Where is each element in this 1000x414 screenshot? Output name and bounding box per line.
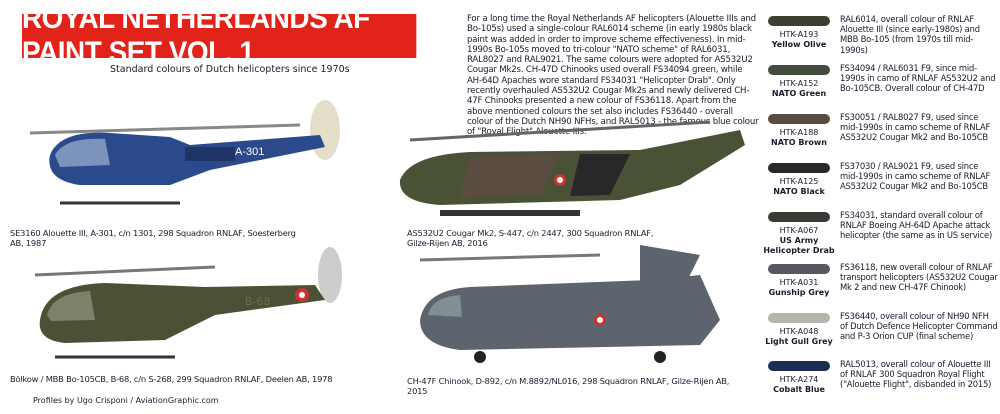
alouette-marking: A-301 [235,146,264,158]
alouette-profile: A-301 [29,100,340,205]
paint-desc: FS34094 / RAL6031 F9, since mid-1990s in… [840,63,996,94]
swatch-cobalt-blue [768,361,830,371]
subtitle: Standard colours of Dutch helicopters si… [110,64,350,75]
paint-desc: RAL5013, overall colour of Alouette III … [840,359,992,390]
cougar-caption: AS532U2 Cougar Mk2, S-447, c/n 2447, 300… [407,228,654,248]
alouette-caption: SE3160 Alouette III, A-301, c/n 1301, 29… [10,228,296,248]
bo105-profile: B-68 [34,247,342,359]
swatch-yellow-olive [768,16,830,26]
swatch-us-army-helicopter-drab [768,212,830,222]
paint-desc: RAL6014, overall colour of RNLAF Alouett… [840,14,980,55]
paint-desc: FS34031, standard overall colour of RNLA… [840,210,993,241]
chinook-caption: CH-47F Chinook, D-892, c/n M.8892/NL016,… [407,376,730,396]
swatch-nato-brown [768,114,830,124]
bo105-marking: B-68 [245,295,271,308]
swatch-nato-green [768,65,830,75]
page-title: ROYAL NETHERLANDS AF PAINT SET VOL. 1 [22,2,417,69]
paint-desc: FS30051 / RAL8027 F9, used since mid-199… [840,112,991,143]
swatch-light-gull-grey [768,313,830,323]
cougar-profile [399,120,745,216]
swatch-nato-black [768,163,830,173]
swatch-gunship-grey [768,264,830,274]
paint-desc: FS36118, new overall colour of RNLAF tra… [840,262,998,293]
chinook-profile [419,245,720,363]
paint-desc: FS36440, overall colour of NH90 NFH of D… [840,311,998,342]
credit: Profiles by Ugo Crisponi / AviationGraph… [33,396,219,405]
bo105-caption: Bölkow / MBB Bo-105CB, B-68, c/n S-268, … [10,374,333,384]
paint-desc: FS37030 / RAL9021 F9, used since mid-199… [840,161,991,192]
intro-text: For a long time the Royal Netherlands AF… [467,14,759,138]
